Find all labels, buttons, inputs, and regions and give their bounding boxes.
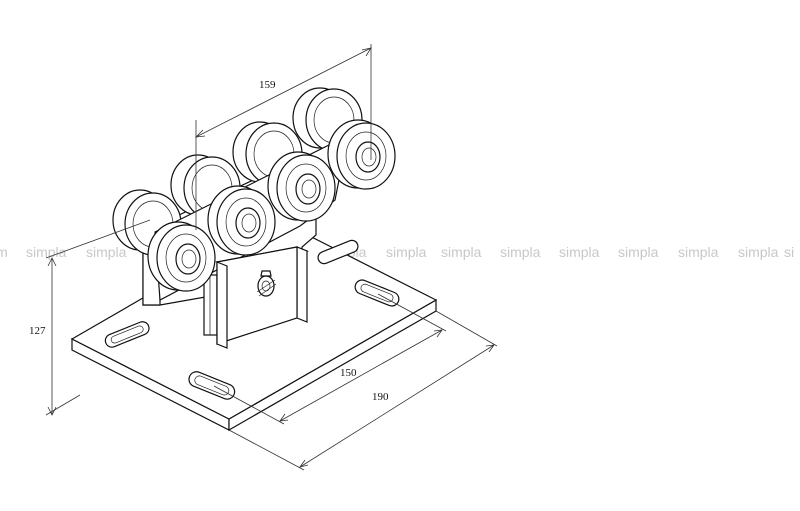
watermark-row: sim simpla simpla simpla simpla simpla s… <box>0 244 794 260</box>
dimension-label-190: 190 <box>372 391 389 403</box>
watermark-fragment-right: si <box>784 244 794 260</box>
dimension-159: 159 <box>194 44 372 230</box>
watermark-text: simpla <box>559 244 600 260</box>
dimension-150: 150 <box>213 293 447 425</box>
roller-front-4 <box>147 221 216 292</box>
watermark-text: simpla <box>738 244 779 260</box>
roller-front-2 <box>267 151 336 222</box>
watermark-text: simpla <box>500 244 541 260</box>
watermark-text: simpla <box>26 244 67 260</box>
watermark-text: simpla <box>386 244 427 260</box>
watermark-fragment-left: sim <box>0 244 8 260</box>
watermark-text: simpla <box>618 244 659 260</box>
roller-front-3 <box>207 185 276 256</box>
roller-front-1 <box>327 119 396 190</box>
watermark-text: simpla <box>86 244 127 260</box>
watermark-text: simpla <box>441 244 482 260</box>
mounting-slot-back <box>317 239 359 265</box>
dimension-label-159: 159 <box>259 79 276 91</box>
dimension-label-127: 127 <box>29 325 46 337</box>
front-mount-plate <box>214 246 310 349</box>
dimension-label-150: 150 <box>340 367 357 379</box>
axle-shaft <box>203 274 218 336</box>
mounting-slot-front <box>188 371 236 400</box>
watermark-text: simpla <box>678 244 719 260</box>
dimension-190: 190 <box>228 310 498 471</box>
mounting-slot-left <box>104 321 150 348</box>
grease-nipple-icon <box>256 270 277 297</box>
dimension-127: 127 <box>29 219 151 416</box>
